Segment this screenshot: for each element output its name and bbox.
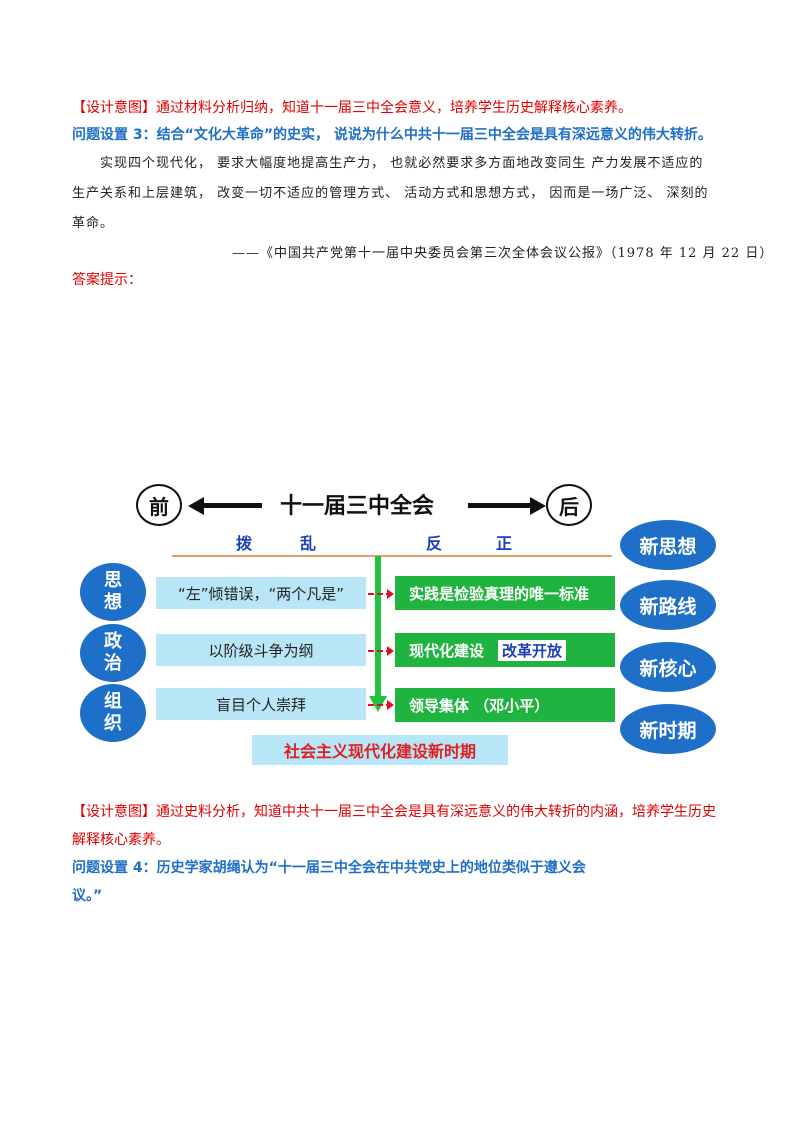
left-arrow-shaft	[202, 503, 262, 508]
new-item-oval: 新时期	[620, 704, 716, 754]
old-box-thought: “左”倾错误，“两个凡是”	[156, 577, 366, 609]
new-box-organization: 领导集体 （邓小平）	[395, 688, 615, 722]
design-intent-label: 【设计意图】	[72, 804, 156, 820]
historical-transition-diagram: 前 十一届三中全会 后 拨 乱 反 正 思想 政治 组织 “左”倾错误，“两个凡…	[70, 478, 730, 778]
new-item-oval: 新路线	[620, 580, 716, 630]
vertical-green-line	[375, 556, 381, 698]
slogan-char-2: 乱	[300, 534, 317, 553]
category-label: 政治	[104, 631, 122, 674]
after-circle: 后	[546, 484, 592, 526]
diagram-title: 十一届三中全会	[280, 494, 435, 519]
question-4: 问题设置 4：历史学家胡绳认为“十一届三中全会在中共党史上的地位类似于遵义会	[72, 858, 586, 878]
slogan-char-3: 反	[426, 534, 443, 553]
question-4-line-2: 议。”	[72, 888, 103, 904]
design-intent-2-line-2: 解释核心素养。	[72, 832, 170, 848]
new-item-oval: 新思想	[620, 520, 716, 570]
category-oval-thought: 思想	[80, 563, 146, 621]
old-box-politics: 以阶级斗争为纲	[156, 634, 366, 666]
slogan-underline	[172, 555, 612, 557]
right-arrow-shaft	[468, 503, 530, 508]
question-text: 结合“文化大革命”的史实， 说说为什么中共十一届三中全会是具有深远意义的伟大转折…	[156, 127, 712, 143]
quote-line-2: 生产关系和上层建筑， 改变一切不适应的管理方式、 活动方式和思想方式， 因而是一…	[72, 186, 709, 201]
question-label: 问题设置 3：	[72, 127, 157, 143]
link-arrow-icon	[368, 700, 394, 710]
old-box-organization: 盲目个人崇拜	[156, 688, 366, 720]
quote-line-1: 实现四个现代化， 要求大幅度地提高生产力， 也就必然要求多方面地改变同生 产力发…	[100, 156, 704, 171]
category-oval-politics: 政治	[80, 624, 146, 682]
link-arrow-icon	[368, 646, 394, 656]
before-circle: 前	[136, 484, 182, 526]
new-box-thought: 实践是检验真理的唯一标准	[395, 576, 615, 610]
quote-source: ——《中国共产党第十一届中央委员会第三次全体会议公报》（1978 年 12 月 …	[232, 246, 774, 261]
category-label: 思想	[104, 570, 122, 613]
new-box-politics: 现代化建设 改革开放	[395, 633, 615, 667]
answer-hint: 答案提示：	[72, 272, 142, 288]
left-arrow-icon	[188, 497, 204, 515]
category-oval-organization: 组织	[80, 684, 146, 742]
slogan-char-1: 拨	[236, 534, 253, 553]
question-3: 问题设置 3：结合“文化大革命”的史实， 说说为什么中共十一届三中全会是具有深远…	[72, 125, 712, 145]
new-box-text: 现代化建设	[409, 641, 485, 660]
design-intent-1: 【设计意图】通过材料分析归纳，知道十一届三中全会意义，培养学生历史解释核心素养。	[72, 98, 632, 118]
design-intent-text: 通过材料分析归纳，知道十一届三中全会意义，培养学生历史解释核心素养。	[156, 100, 632, 116]
question-text: 历史学家胡绳认为“十一届三中全会在中共党史上的地位类似于遵义会	[156, 860, 586, 876]
design-intent-2: 【设计意图】通过史料分析，知道中共十一届三中全会是具有深远意义的伟大转折的内涵，…	[72, 802, 716, 822]
design-intent-label: 【设计意图】	[72, 100, 156, 116]
new-item-oval: 新核心	[620, 642, 716, 692]
category-label: 组织	[104, 691, 122, 734]
design-intent-text: 通过史料分析，知道中共十一届三中全会是具有深远意义的伟大转折的内涵，培养学生历史	[156, 804, 716, 820]
reform-opening-label: 改革开放	[498, 639, 567, 661]
quote-line-3: 革命。	[72, 216, 115, 231]
right-arrow-icon	[530, 497, 546, 515]
slogan-char-4: 正	[496, 534, 513, 553]
link-arrow-icon	[368, 589, 394, 599]
era-banner: 社会主义现代化建设新时期	[252, 735, 508, 765]
question-label: 问题设置 4：	[72, 860, 157, 876]
